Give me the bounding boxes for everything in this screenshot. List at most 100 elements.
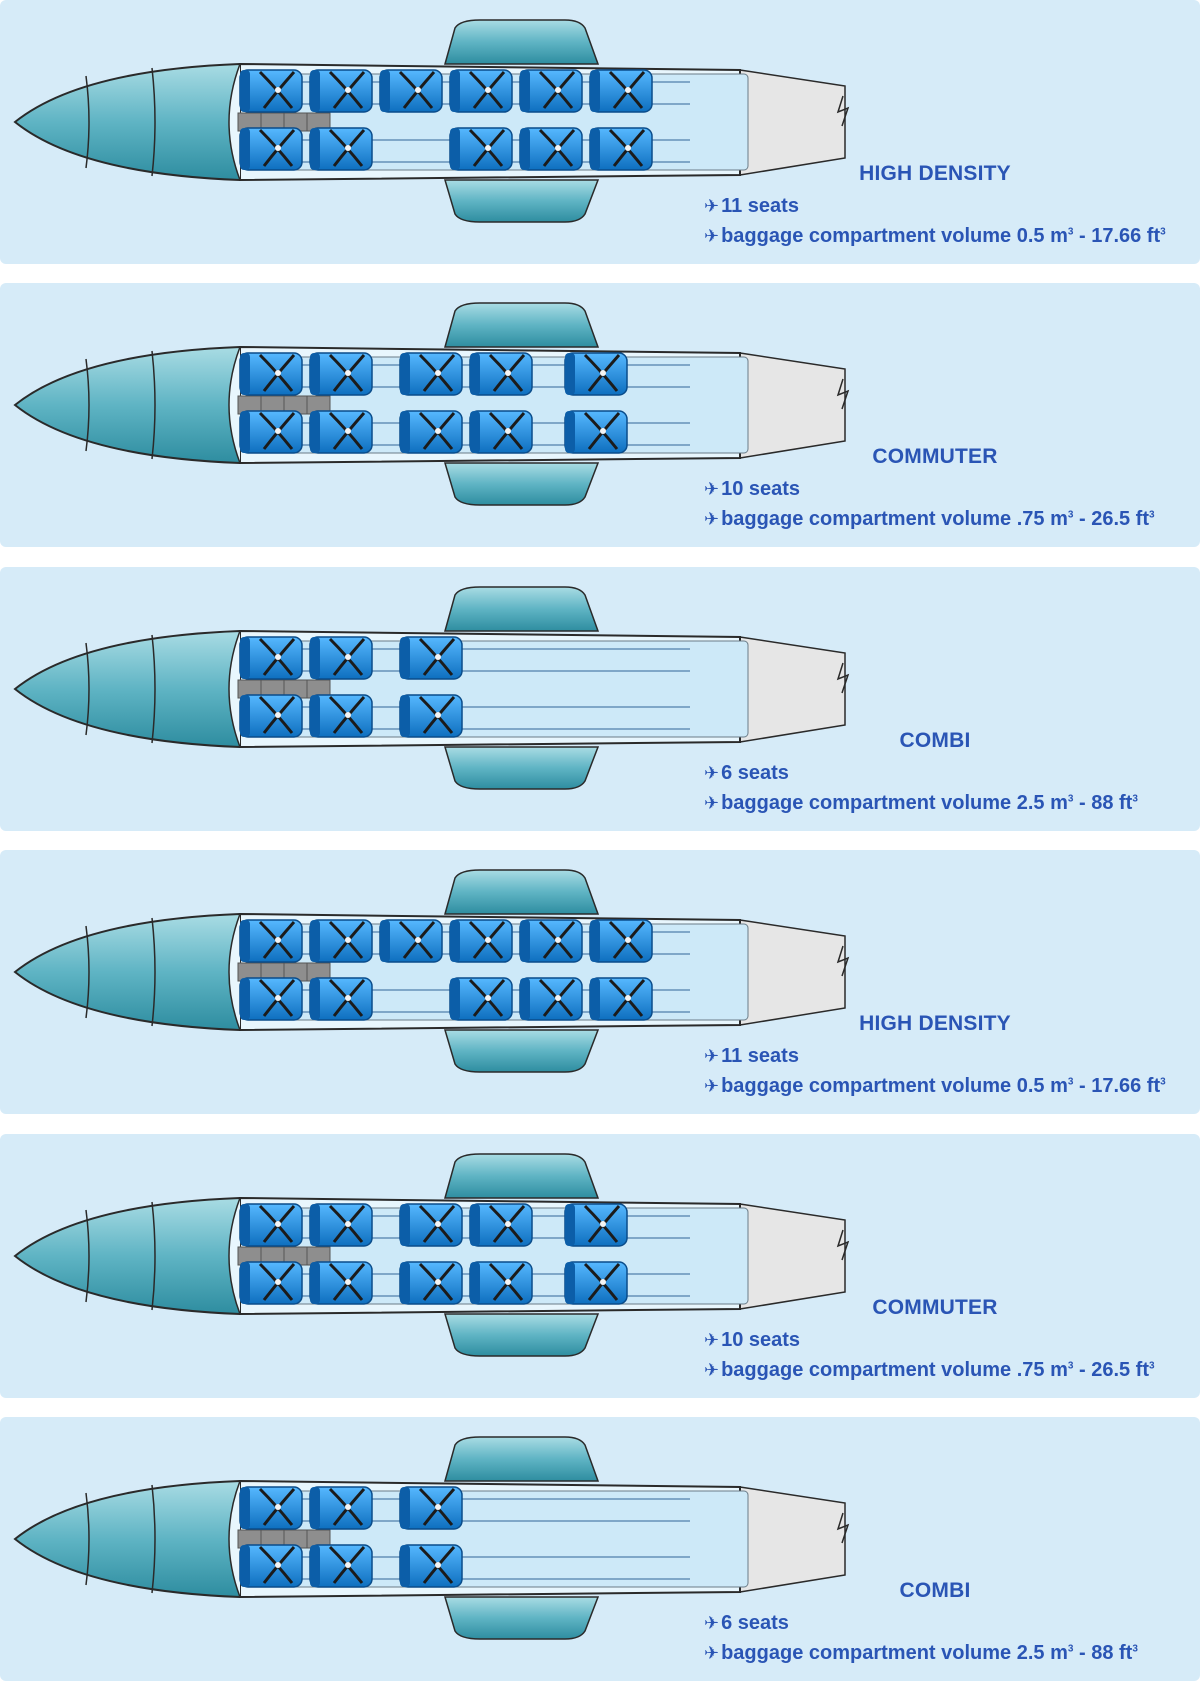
passenger-seat — [239, 694, 303, 738]
wing-bottom — [443, 746, 600, 790]
cube-superscript: 3 — [1067, 1360, 1074, 1372]
wing-bottom — [443, 1029, 600, 1073]
airplane-icon: ✈ — [704, 1330, 720, 1350]
seats-spec: ✈6 seats — [704, 1612, 789, 1635]
passenger-seat — [309, 977, 373, 1021]
nose-frame — [85, 925, 90, 1019]
cube-superscript: 3 — [1149, 1360, 1155, 1372]
cockpit-frame — [151, 917, 156, 1027]
cabin-layout-diagram — [13, 869, 850, 1073]
cockpit-frame — [151, 634, 156, 744]
seats-count: 10 seats — [721, 1329, 801, 1351]
nose-cone — [13, 345, 241, 465]
baggage-volume-imperial: - 17.66 ft — [1073, 1075, 1161, 1097]
passenger-seat — [449, 977, 513, 1021]
passenger-seat — [589, 919, 653, 963]
cockpit-frame — [151, 1484, 156, 1594]
passenger-seat — [239, 1261, 303, 1305]
wing-top — [444, 586, 600, 632]
passenger-seat — [309, 1203, 373, 1247]
baggage-volume-imperial: - 88 ft — [1073, 1642, 1133, 1664]
cabin-layout-diagram — [13, 302, 850, 506]
seats-spec: ✈10 seats — [704, 478, 800, 501]
baggage-spec: ✈baggage compartment volume 0.5 m3 - 17.… — [704, 225, 1166, 248]
passenger-seat — [239, 352, 303, 396]
passenger-seat — [564, 1203, 628, 1247]
passenger-seat — [519, 977, 583, 1021]
nose-frame — [85, 1492, 90, 1586]
passenger-seat — [469, 410, 533, 454]
airplane-icon: ✈ — [704, 509, 720, 529]
airplane-icon: ✈ — [704, 196, 720, 216]
baggage-volume-imperial: - 88 ft — [1073, 792, 1133, 814]
passenger-seat — [239, 1544, 303, 1588]
passenger-seat — [519, 127, 583, 171]
wing-bottom — [443, 1313, 600, 1357]
passenger-seat — [309, 410, 373, 454]
config-panel: HIGH DENSITY ✈11 seats ✈baggage compartm… — [0, 0, 1200, 264]
wing-top — [444, 869, 600, 915]
baggage-volume-imperial: - 26.5 ft — [1073, 1359, 1149, 1381]
passenger-seat — [564, 410, 628, 454]
config-title: COMBI — [899, 1579, 971, 1602]
passenger-seat — [239, 1203, 303, 1247]
tail-section — [739, 1203, 846, 1310]
break-mark — [836, 1512, 850, 1544]
cube-superscript: 3 — [1160, 1076, 1166, 1088]
cube-superscript: 3 — [1160, 226, 1166, 238]
passenger-seat — [309, 636, 373, 680]
passenger-seat — [239, 919, 303, 963]
passenger-seat — [399, 694, 463, 738]
passenger-seat — [379, 919, 443, 963]
baggage-volume-metric: baggage compartment volume 0.5 m — [721, 1075, 1068, 1097]
nose-frame — [85, 1209, 90, 1303]
airplane-icon: ✈ — [704, 1613, 720, 1633]
nose-frame — [85, 358, 90, 452]
airplane-icon: ✈ — [704, 479, 720, 499]
config-panel: COMBI ✈6 seats ✈baggage compartment volu… — [0, 567, 1200, 831]
airplane-icon: ✈ — [704, 793, 720, 813]
baggage-volume-metric: baggage compartment volume 2.5 m — [721, 792, 1068, 814]
cockpit-frame — [151, 67, 156, 177]
wing-bottom — [443, 179, 600, 223]
config-title: COMMUTER — [872, 445, 998, 468]
passenger-seat — [239, 1486, 303, 1530]
nose-cone — [13, 1196, 241, 1316]
bulkhead — [228, 913, 241, 1031]
passenger-seat — [589, 127, 653, 171]
passenger-seat — [239, 636, 303, 680]
tail-section — [739, 352, 846, 459]
airplane-icon: ✈ — [704, 1046, 720, 1066]
passenger-seat — [519, 919, 583, 963]
cube-superscript: 3 — [1067, 509, 1074, 521]
passenger-seat — [469, 352, 533, 396]
wing-top — [444, 1436, 600, 1482]
cube-superscript: 3 — [1132, 793, 1138, 805]
seats-count: 11 seats — [721, 1045, 799, 1067]
tail-section — [739, 919, 846, 1026]
cube-superscript: 3 — [1067, 226, 1074, 238]
passenger-seat — [239, 127, 303, 171]
passenger-seat — [399, 1203, 463, 1247]
passenger-seat — [309, 69, 373, 113]
tail-section — [739, 69, 846, 176]
passenger-seat — [399, 1261, 463, 1305]
config-panel: COMBI ✈6 seats ✈baggage compartment volu… — [0, 1417, 1200, 1681]
cube-superscript: 3 — [1149, 509, 1155, 521]
seats-count: 11 seats — [721, 195, 799, 217]
break-mark — [836, 378, 850, 410]
cube-superscript: 3 — [1067, 793, 1074, 805]
seats-spec: ✈11 seats — [704, 195, 799, 218]
passenger-seat — [309, 1261, 373, 1305]
config-panel: COMMUTER ✈10 seats ✈baggage compartment … — [0, 1134, 1200, 1398]
passenger-seat — [309, 352, 373, 396]
seats-spec: ✈10 seats — [704, 1329, 800, 1352]
nose-cone — [13, 629, 241, 749]
passenger-seat — [469, 1203, 533, 1247]
passenger-seat — [519, 69, 583, 113]
airplane-icon: ✈ — [704, 1643, 720, 1663]
passenger-seat — [564, 352, 628, 396]
config-title: COMMUTER — [872, 1296, 998, 1319]
cabin-layout-diagram — [13, 1153, 850, 1357]
